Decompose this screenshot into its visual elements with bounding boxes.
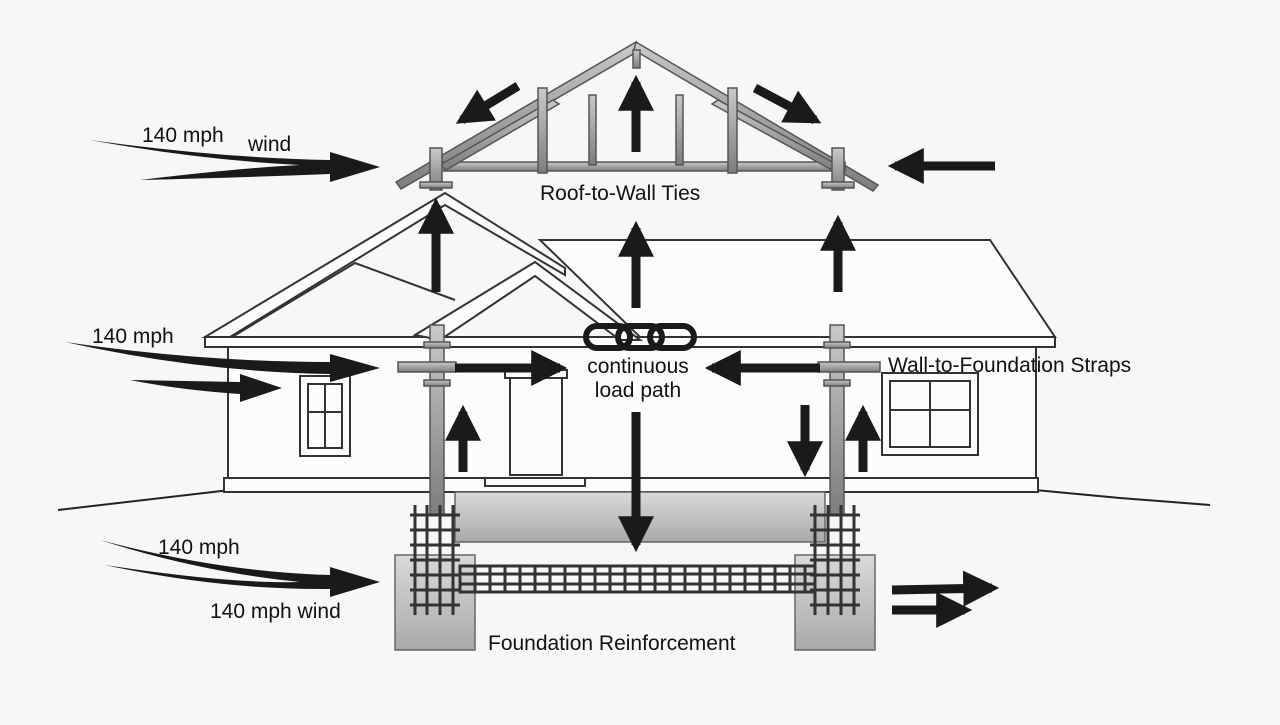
wind-arrow-top: [90, 140, 380, 182]
wind-arrow-bottom: [100, 540, 380, 597]
wind-arrow-middle: [65, 342, 380, 382]
arrow-roof-right-down: [752, 84, 822, 124]
wall-straps-label: Wall-to-Foundation Straps: [888, 354, 1132, 377]
load-path-line2: load path: [594, 379, 682, 402]
chain-link-icon: [583, 323, 697, 351]
roof-truss: [394, 40, 880, 192]
ground-line: [57, 489, 1211, 511]
foundation-label: Foundation Reinforcement: [488, 632, 736, 655]
wind-arrow-middle-low: [130, 374, 282, 402]
wind-label-middle: 140 mph: [92, 325, 174, 348]
wind-label-bottom-lower: 140 mph wind: [210, 600, 341, 623]
wind-arrows: [65, 140, 380, 597]
house-sill: [223, 477, 1039, 493]
load-path-label: continuous load path: [570, 355, 706, 403]
arrow-roof-left-down: [455, 82, 521, 124]
wind-label-bottom-upper: 140 mph: [158, 536, 240, 559]
roof-ties-label: Roof-to-Wall Ties: [540, 182, 701, 205]
arrow-out-right-top: [891, 570, 1000, 607]
wind-label-top: 140 mph: [142, 124, 224, 147]
wind-label-top-suffix: wind: [248, 133, 292, 156]
door: [509, 374, 563, 476]
load-path-line1: continuous: [587, 355, 689, 378]
force-arrows: [418, 74, 1000, 628]
left-gable: [201, 191, 566, 338]
